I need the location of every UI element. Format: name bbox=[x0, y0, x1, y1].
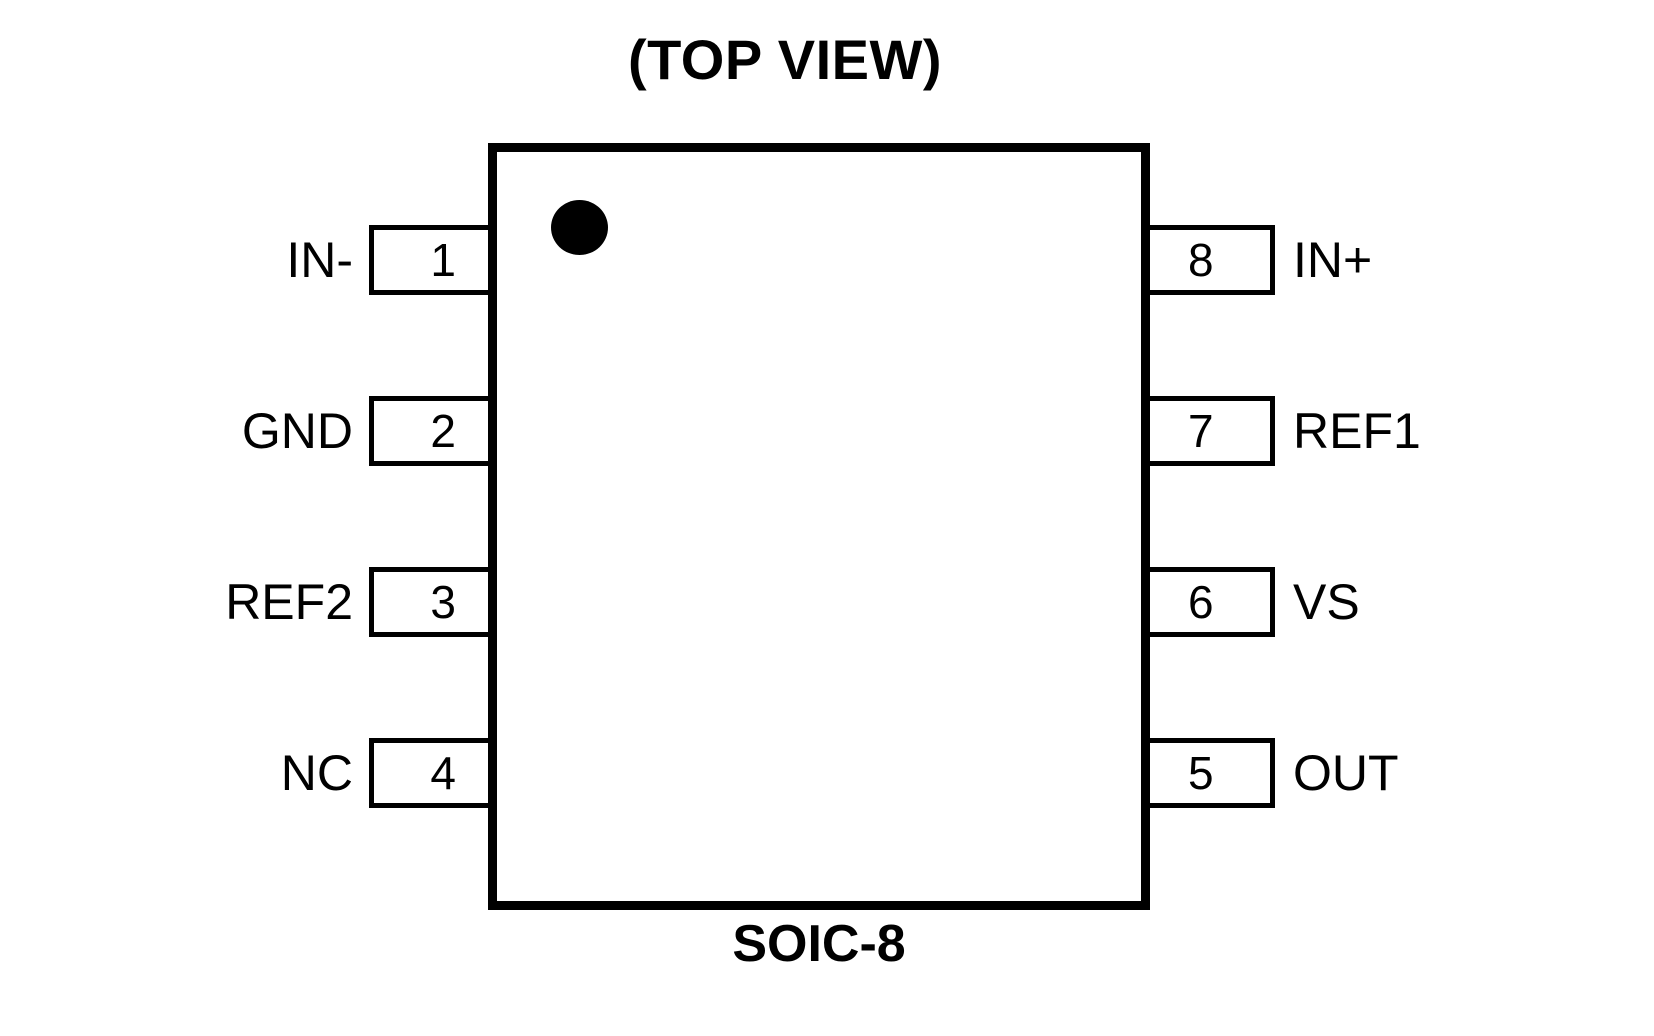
diagram-title: (TOP VIEW) bbox=[627, 28, 943, 91]
package-body-outline bbox=[488, 143, 1150, 910]
pin-label-4: NC bbox=[280, 745, 353, 801]
pin-label-6: VS bbox=[1293, 574, 1360, 630]
pin-box-7: 7 bbox=[1145, 396, 1275, 466]
pin-label-7: REF1 bbox=[1293, 403, 1421, 459]
pin-box-2: 2 bbox=[369, 396, 499, 466]
pin-label-8: IN+ bbox=[1293, 232, 1373, 288]
pin-box-5: 5 bbox=[1145, 738, 1275, 808]
pin-box-1: 1 bbox=[369, 225, 499, 295]
pin-label-1: IN- bbox=[286, 232, 353, 288]
pin-label-2: GND bbox=[241, 403, 353, 459]
package-name-label: SOIC-8 bbox=[732, 915, 906, 973]
pin-box-4: 4 bbox=[369, 738, 499, 808]
pin-box-8: 8 bbox=[1145, 225, 1275, 295]
pin-box-6: 6 bbox=[1145, 567, 1275, 637]
pin-label-5: OUT bbox=[1293, 745, 1399, 801]
pin-box-3: 3 bbox=[369, 567, 499, 637]
pin1-marker-dot bbox=[551, 200, 608, 255]
pin-label-3: REF2 bbox=[225, 574, 353, 630]
